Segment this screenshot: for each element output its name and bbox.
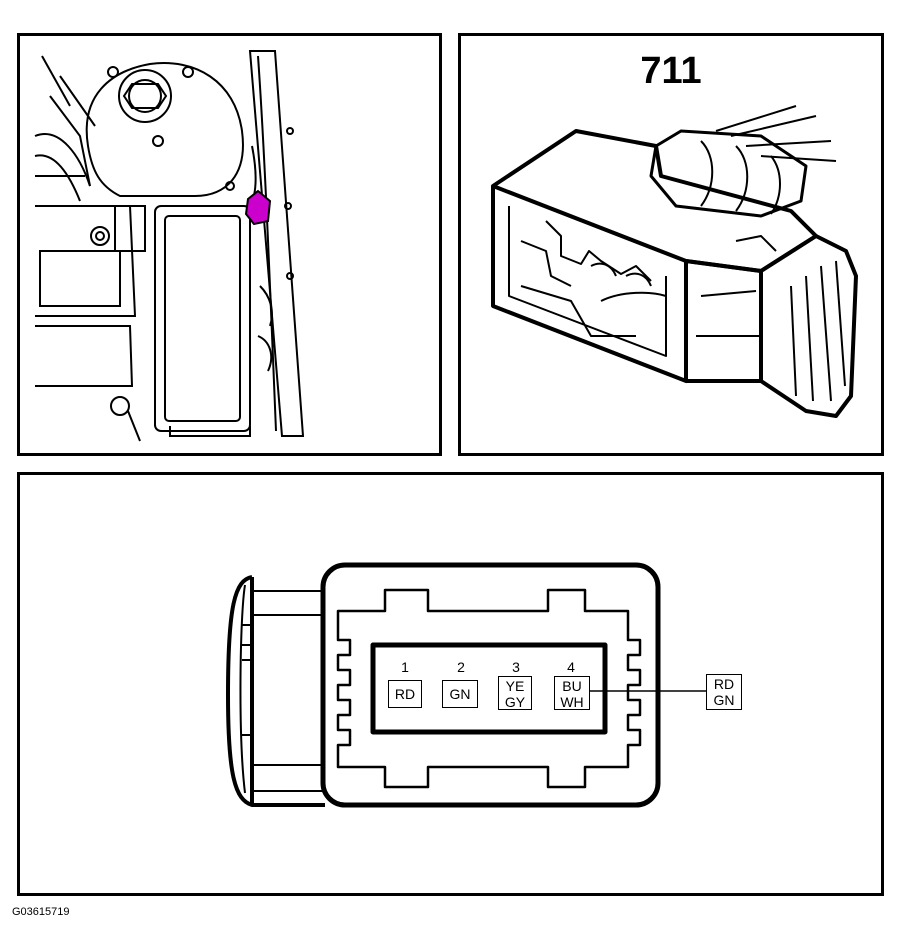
connector-view-panel: 711 <box>458 33 884 456</box>
pin-3-color-secondary: GY <box>504 694 526 710</box>
pin-4-color-primary: BU <box>562 678 582 694</box>
pin-number-4: 4 <box>567 659 575 675</box>
connector-perspective-drawing <box>491 105 858 418</box>
pin-2-color: GN <box>449 686 471 702</box>
engine-bay-drawing <box>34 50 305 442</box>
pin-4-color-secondary: WH <box>560 694 584 710</box>
pin-1-color: RD <box>394 686 416 702</box>
pin-2-wire-color: GN <box>442 680 478 708</box>
pinout-panel: 1 RD 2 GN 3 YE GY 4 BU WH RD GN <box>17 472 884 896</box>
pin-1-wire-color: RD <box>388 680 422 708</box>
pin-4-wire-color: BU WH <box>554 676 590 710</box>
splice-color-secondary: GN <box>713 692 735 708</box>
splice-color-primary: RD <box>713 676 735 692</box>
location-view-panel <box>17 33 442 456</box>
pin-number-2: 2 <box>457 659 465 675</box>
pin-number-1: 1 <box>401 659 409 675</box>
connector-number: 711 <box>640 50 702 92</box>
pin-3-wire-color: YE GY <box>498 676 532 710</box>
figure-code: G03615719 <box>12 906 70 918</box>
connector-highlight <box>244 189 272 226</box>
connector-face-drawing <box>226 562 706 808</box>
pin-3-color-primary: YE <box>505 678 525 694</box>
splice-wire-color: RD GN <box>706 674 742 710</box>
pin-number-3: 3 <box>512 659 520 675</box>
